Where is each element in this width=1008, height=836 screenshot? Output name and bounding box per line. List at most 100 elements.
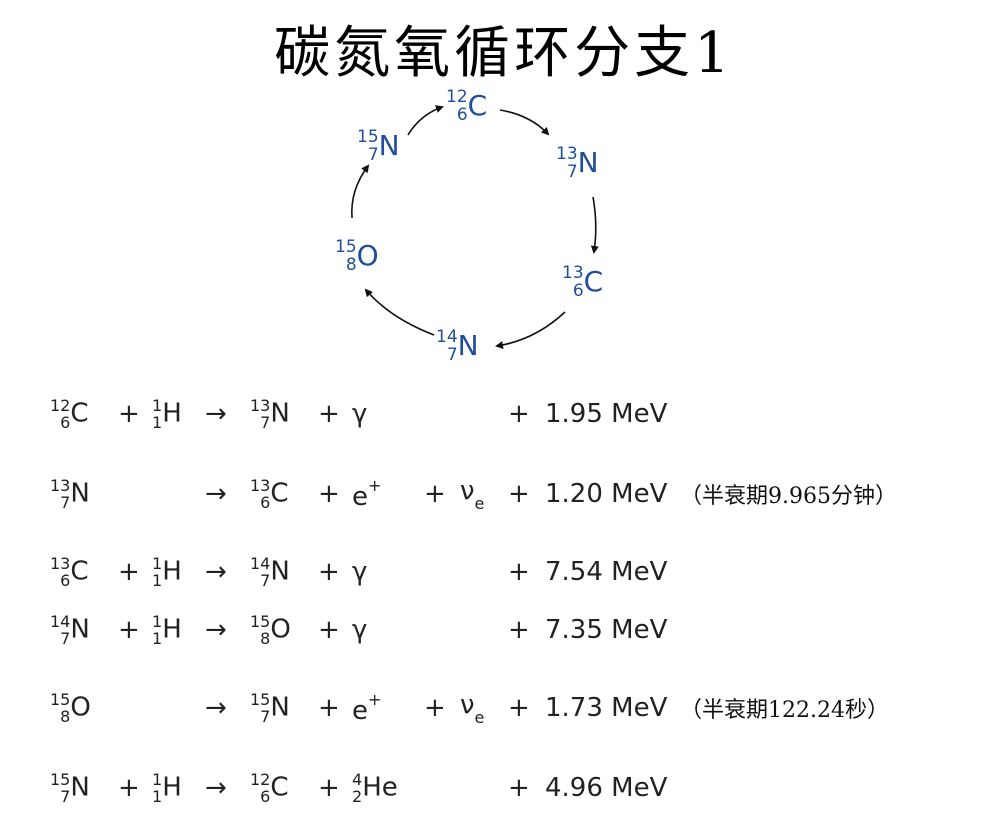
energy-release: 1.95 MeV — [545, 399, 668, 429]
element-symbol: C — [467, 89, 488, 122]
neutrino-subscript: e — [474, 707, 485, 727]
mass-number: 4 — [352, 770, 363, 789]
mass-number: 15 — [250, 690, 271, 709]
plus-sign: + — [508, 615, 530, 645]
plus-sign: + — [118, 773, 140, 803]
plus-sign: + — [318, 773, 340, 803]
mass-number: 13 — [250, 396, 271, 415]
cycle-arrow — [495, 311, 566, 350]
electron-neutrino: νe — [460, 476, 484, 513]
mass-number: 13 — [562, 263, 584, 283]
neutrino-symbol: ν — [460, 475, 475, 506]
reaction-arrow: → — [205, 479, 227, 509]
mass-number: 15 — [357, 127, 379, 147]
cycle-arrow — [351, 164, 370, 219]
atomic-number: 6 — [456, 105, 468, 125]
mass-number: 14 — [436, 327, 458, 347]
element-symbol: H — [162, 772, 182, 803]
mass-number: 15 — [335, 237, 357, 257]
mass-number: 14 — [50, 612, 71, 631]
atomic-number: 7 — [260, 413, 271, 432]
neutrino-symbol: ν — [460, 689, 475, 720]
mass-number: 12 — [446, 87, 468, 107]
plus-sign: + — [424, 693, 446, 723]
atomic-number: 7 — [446, 345, 458, 365]
element-symbol: N — [270, 398, 290, 429]
element-symbol: C — [270, 772, 289, 803]
element-symbol: N — [378, 129, 400, 162]
mass-number: 1 — [152, 770, 163, 789]
mass-number: 12 — [250, 770, 271, 789]
mass-number: 13 — [556, 144, 578, 164]
element-symbol: C — [270, 478, 289, 509]
energy-release: 1.20 MeV — [545, 479, 668, 509]
atomic-number: 8 — [260, 629, 271, 648]
element-symbol: H — [162, 556, 182, 587]
mass-number: 13 — [50, 554, 71, 573]
energy-release: 7.54 MeV — [545, 557, 668, 587]
atomic-number: 1 — [152, 629, 163, 648]
cycle-arrow — [590, 196, 599, 254]
atomic-number: 6 — [572, 281, 584, 301]
atomic-number: 2 — [352, 787, 363, 806]
atomic-number: 6 — [60, 571, 71, 590]
element-symbol: H — [162, 398, 182, 429]
positron-symbol: e — [352, 482, 368, 512]
mass-number: 14 — [250, 554, 271, 573]
plus-sign: + — [318, 557, 340, 587]
reaction-arrow: → — [205, 693, 227, 723]
atomic-number: 7 — [60, 787, 71, 806]
mass-number: 15 — [50, 690, 71, 709]
atomic-number: 6 — [260, 787, 271, 806]
reaction-arrow: → — [205, 773, 227, 803]
atomic-number: 1 — [152, 787, 163, 806]
element-symbol: O — [270, 614, 291, 645]
element-symbol: N — [70, 772, 90, 803]
plus-sign: + — [508, 479, 530, 509]
plus-sign: + — [118, 399, 140, 429]
plus-sign: + — [508, 773, 530, 803]
element-symbol: N — [270, 556, 290, 587]
plus-sign: + — [318, 615, 340, 645]
atomic-number: 7 — [367, 145, 379, 165]
positron-symbol: e — [352, 696, 368, 726]
neutrino-subscript: e — [474, 493, 485, 513]
element-symbol: O — [70, 692, 91, 723]
mass-number: 15 — [250, 612, 271, 631]
element-symbol: He — [362, 772, 398, 803]
atomic-number: 6 — [260, 493, 271, 512]
energy-release: 7.35 MeV — [545, 615, 668, 645]
atomic-number: 7 — [260, 707, 271, 726]
mass-number: 1 — [152, 554, 163, 573]
positron-charge: + — [368, 476, 382, 495]
half-life-note: （半衰期9.965分钟） — [680, 484, 897, 509]
element-symbol: C — [583, 265, 604, 298]
